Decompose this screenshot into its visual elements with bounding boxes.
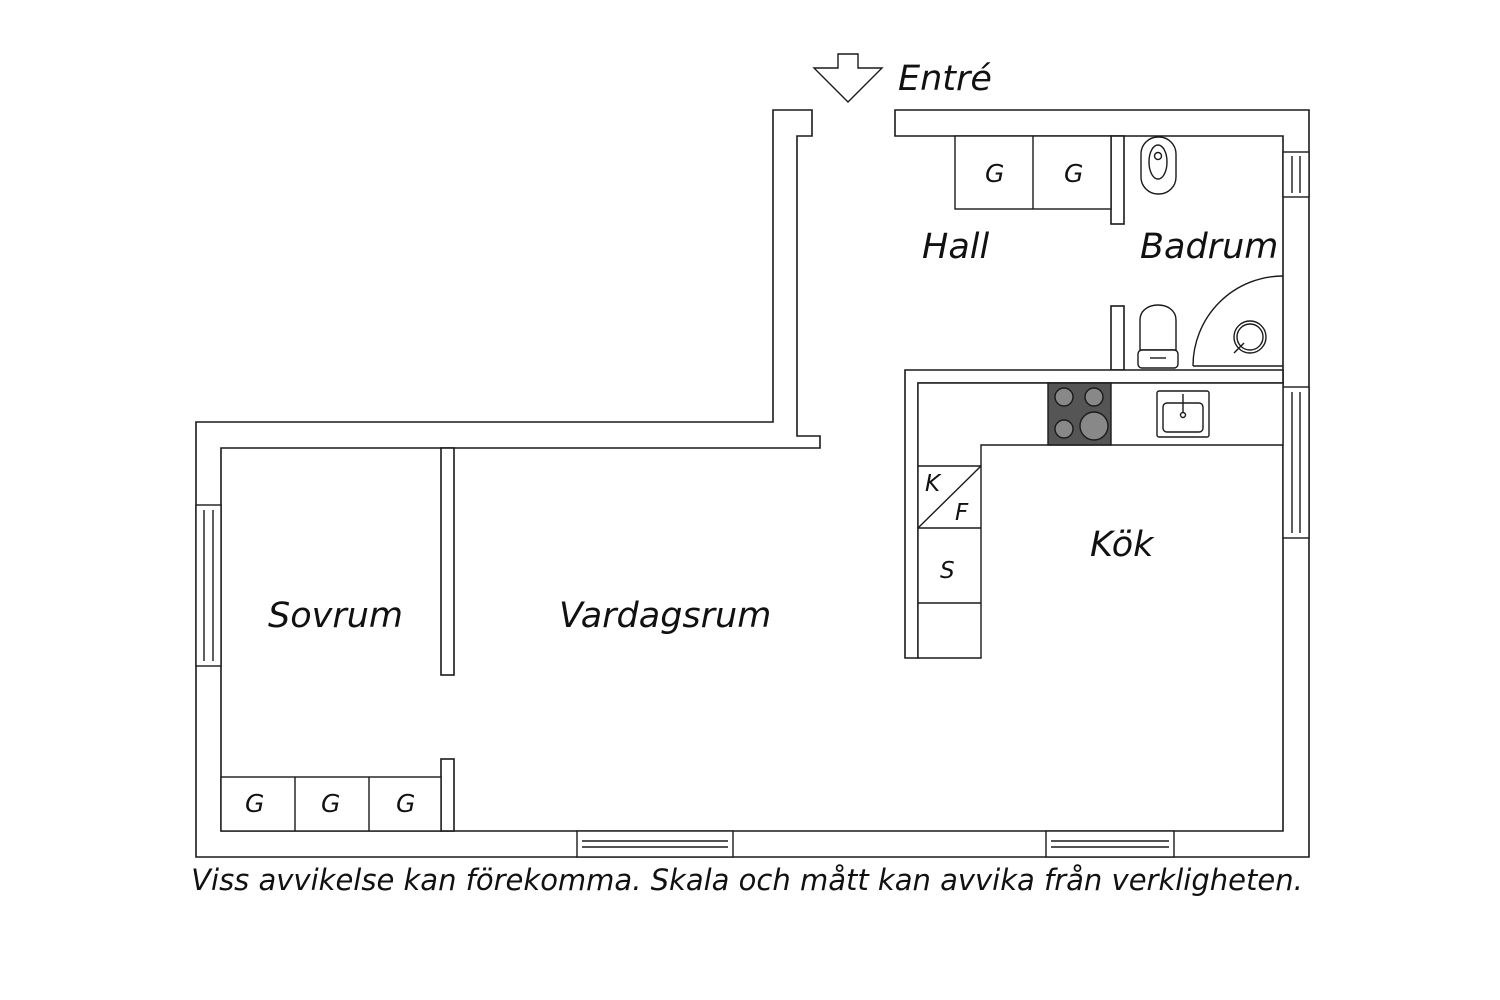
toilet-icon [1137, 304, 1179, 369]
bedroom-wardrobes [220, 776, 442, 832]
bedroom-wall-lower [440, 758, 455, 832]
entrance-arrow-icon [812, 53, 884, 103]
window-kitchen [1282, 386, 1310, 539]
fridge-freezer-icon [917, 465, 982, 529]
room-label-bedroom: Sovrum [268, 596, 403, 636]
bedroom-wardrobe-label-3: G [396, 789, 415, 818]
disclaimer-text: Viss avvikelse kan förekomma. Skala och … [191, 863, 1303, 897]
bathroom-wall-upper [1110, 135, 1125, 225]
hall-wardrobe-label-2: G [1064, 159, 1083, 188]
hall-wardrobe-label-1: G [985, 159, 1004, 188]
freezer-label: F [955, 500, 969, 526]
dishwasher-label: S [940, 558, 955, 584]
bedroom-wardrobe-label-1: G [245, 789, 264, 818]
bedroom-wardrobe-label-2: G [321, 789, 340, 818]
sink-icon [1156, 390, 1210, 438]
window-bottom-left [576, 830, 734, 858]
bedroom-wall-upper [440, 447, 455, 676]
fridge-label: K [925, 471, 942, 497]
window-bedroom [195, 504, 222, 667]
stove-icon [1047, 382, 1112, 446]
room-label-kitchen: Kök [1090, 525, 1155, 565]
room-label-hall: Hall [922, 227, 989, 267]
outer-wall [195, 109, 1310, 858]
room-label-bathroom: Badrum [1140, 227, 1278, 267]
shower-icon [1192, 275, 1284, 367]
bidet-icon [1140, 136, 1177, 195]
bathroom-wall-lower [1110, 305, 1125, 371]
room-label-living-room: Vardagsrum [559, 596, 771, 636]
hall-wardrobes [954, 135, 1112, 210]
window-bathroom [1282, 151, 1310, 198]
entrance-label: Entré [898, 59, 992, 99]
window-bottom-right [1045, 830, 1175, 858]
